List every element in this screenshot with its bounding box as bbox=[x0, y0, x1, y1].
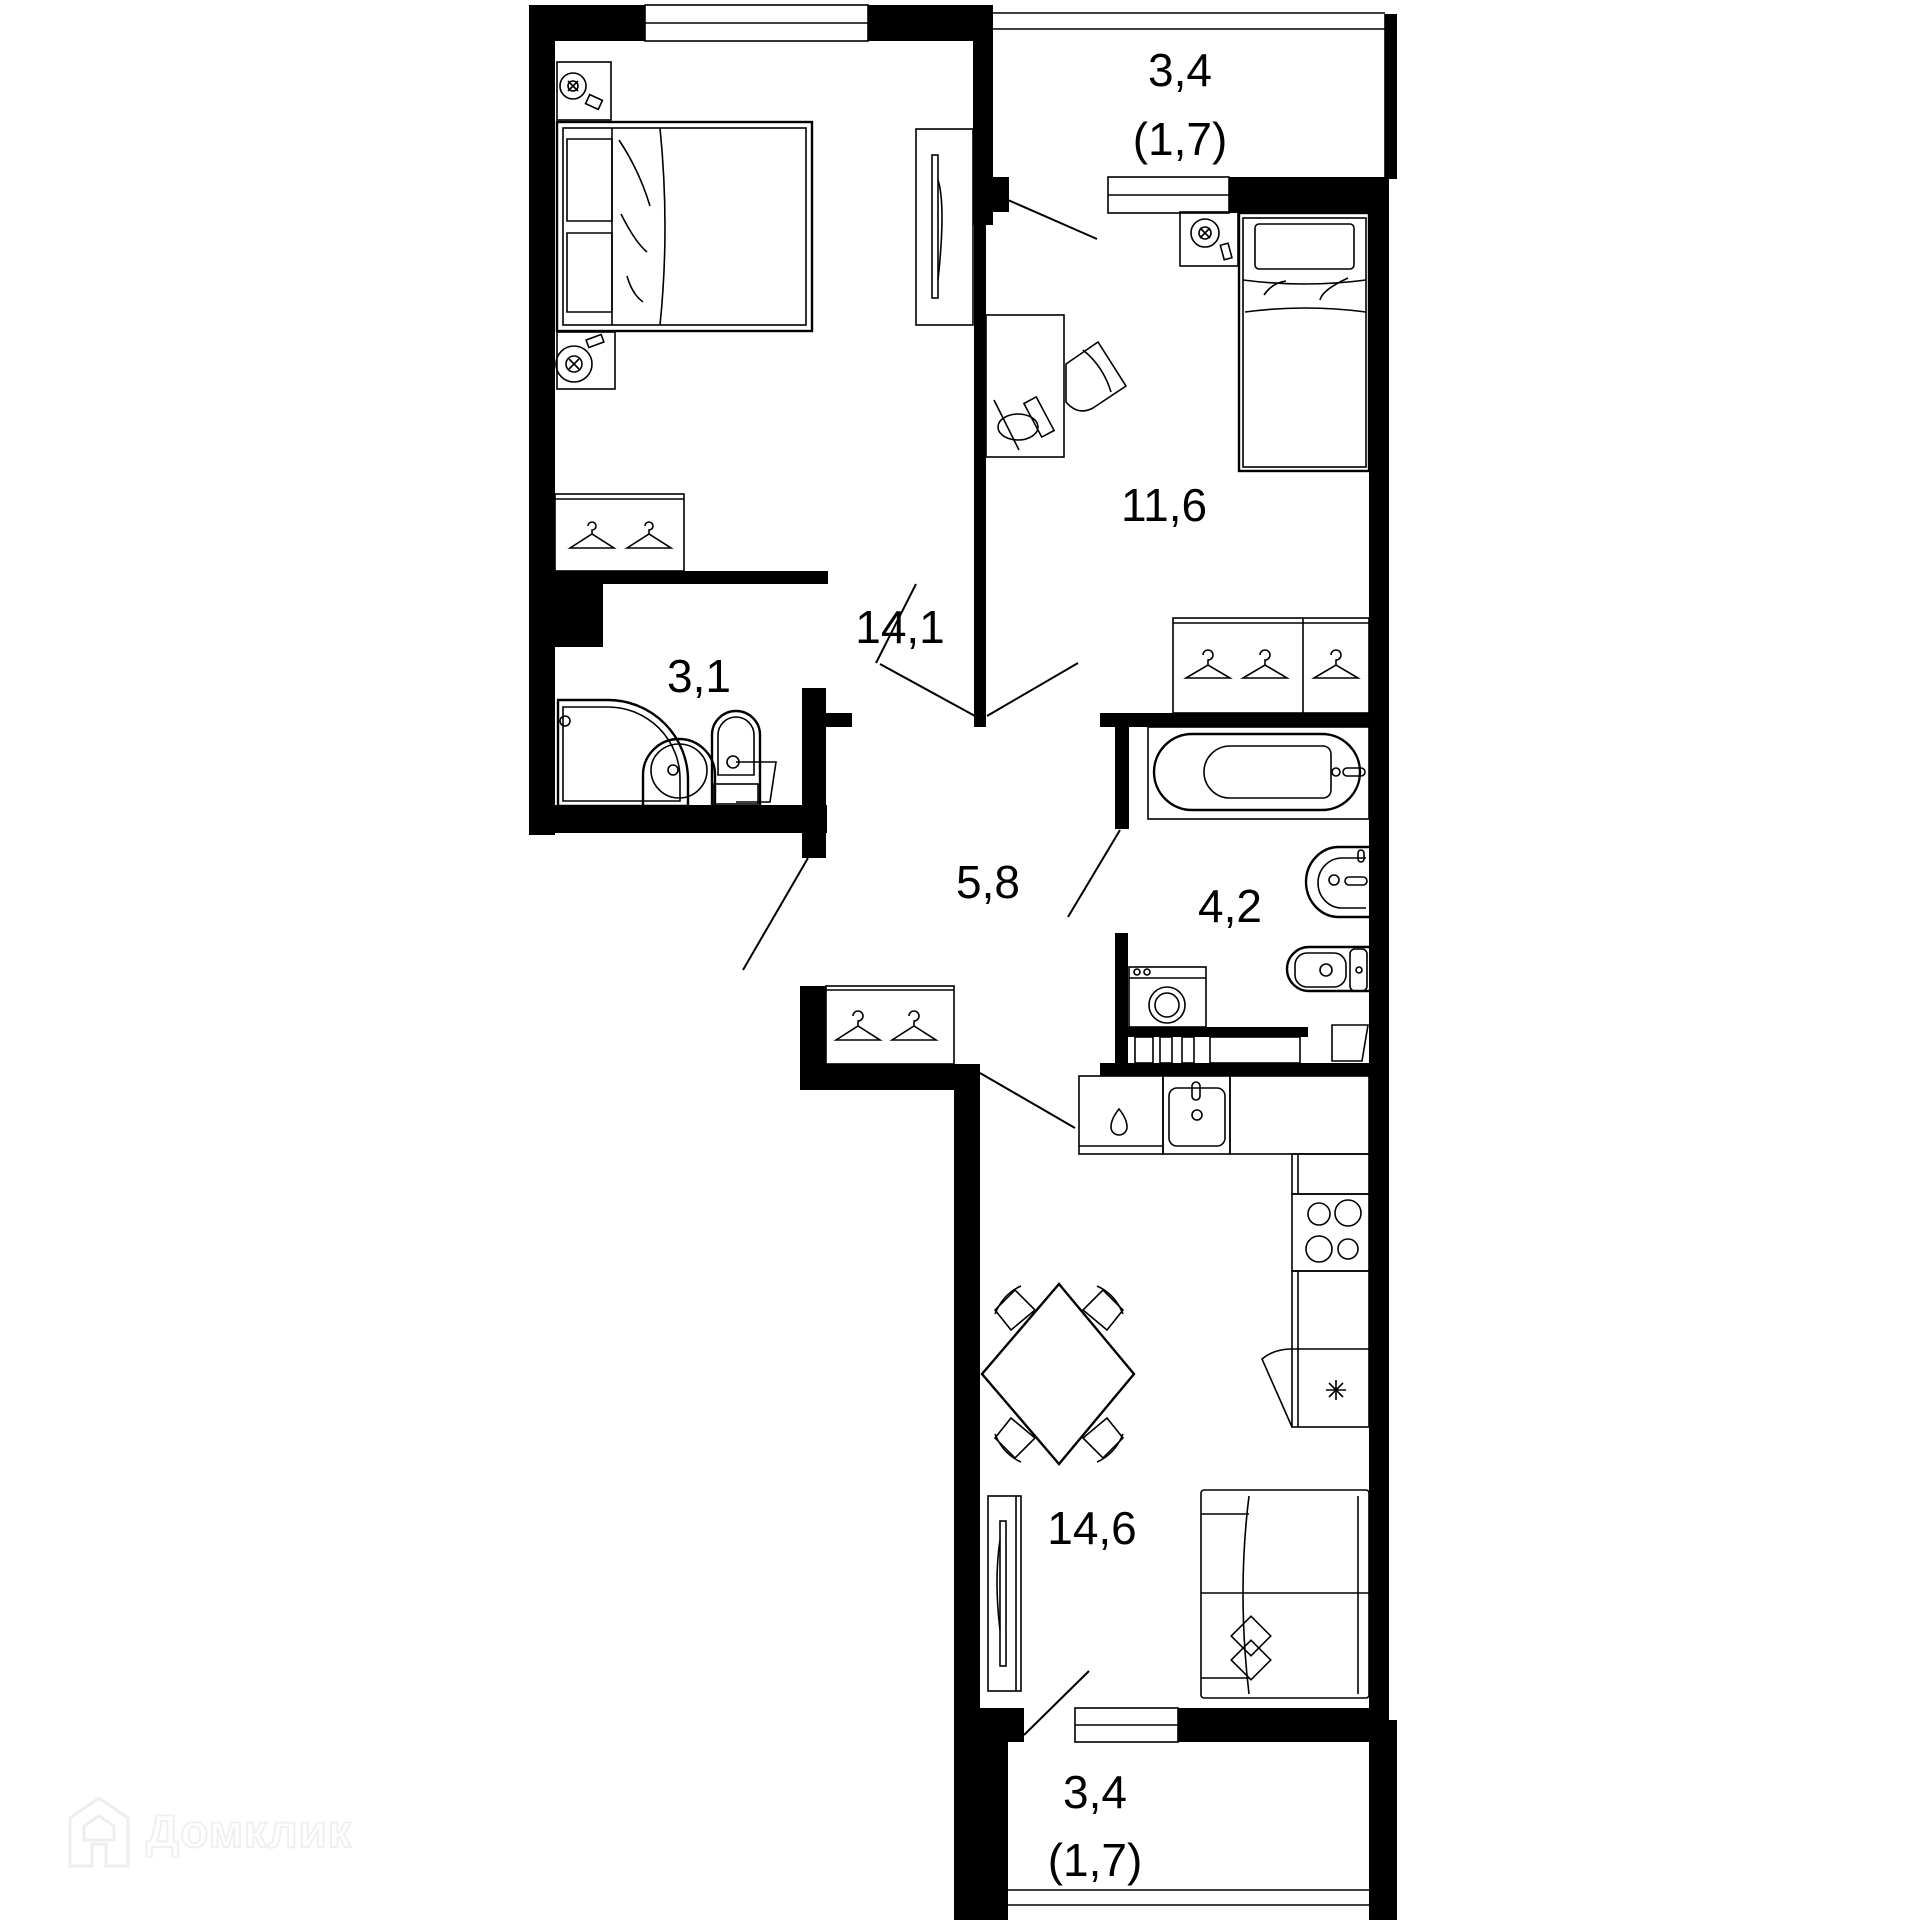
balcony-bottom-walls bbox=[980, 1742, 1008, 1920]
sink-icon bbox=[1304, 845, 1369, 919]
area-label-kitchen-living: 14,6 bbox=[1047, 1502, 1137, 1554]
area-label-bedroom-1: 14,1 bbox=[855, 601, 945, 653]
closet-icon bbox=[825, 985, 955, 1065]
sofa-icon bbox=[1200, 1489, 1370, 1699]
double-bed-icon bbox=[555, 120, 814, 333]
bathtub-icon bbox=[1147, 726, 1370, 820]
reduced-area-label-balcony-top: (1,7) bbox=[1133, 113, 1228, 165]
walls bbox=[529, 5, 1397, 1920]
doors bbox=[742, 199, 1121, 1736]
nightstand-icon bbox=[556, 61, 612, 121]
area-label-hallway: 5,8 bbox=[956, 856, 1020, 908]
shelf-icon bbox=[1134, 1024, 1369, 1064]
watermark-text: Домклик bbox=[145, 1804, 352, 1858]
dining-table-icon bbox=[980, 1282, 1136, 1466]
nightstand-icon bbox=[1179, 211, 1239, 267]
fridge-icon bbox=[1261, 1270, 1370, 1428]
area-label-bedroom-2: 11,6 bbox=[1121, 479, 1207, 531]
watermark: Домклик bbox=[66, 1792, 352, 1870]
wardrobe-icon bbox=[1172, 617, 1370, 714]
reduced-area-label-balcony-bottom: (1,7) bbox=[1048, 1834, 1143, 1886]
nightstand-icon bbox=[555, 331, 616, 390]
house-logo-icon bbox=[68, 1796, 130, 1868]
kitchen-counter-icon bbox=[1078, 1075, 1370, 1195]
wardrobe-icon bbox=[554, 493, 685, 572]
area-label-bathroom-small: 3,1 bbox=[667, 650, 731, 702]
stove-icon bbox=[1291, 1193, 1370, 1272]
washing-machine-icon bbox=[1128, 966, 1207, 1028]
shower-icon bbox=[556, 698, 690, 808]
windows bbox=[644, 4, 1386, 1906]
chair-icon bbox=[1065, 340, 1128, 412]
desk-icon bbox=[985, 314, 1065, 458]
area-label-balcony-top: 3,4 bbox=[1148, 44, 1212, 96]
tv-stand-icon bbox=[915, 128, 974, 326]
area-label-balcony-bottom: 3,4 bbox=[1063, 1766, 1127, 1818]
tv-stand-icon bbox=[987, 1495, 1022, 1692]
single-bed-icon bbox=[1237, 211, 1371, 473]
area-label-bathroom-large: 4,2 bbox=[1198, 880, 1262, 932]
toilet-icon bbox=[1285, 945, 1369, 993]
toilet-icon bbox=[710, 709, 777, 805]
